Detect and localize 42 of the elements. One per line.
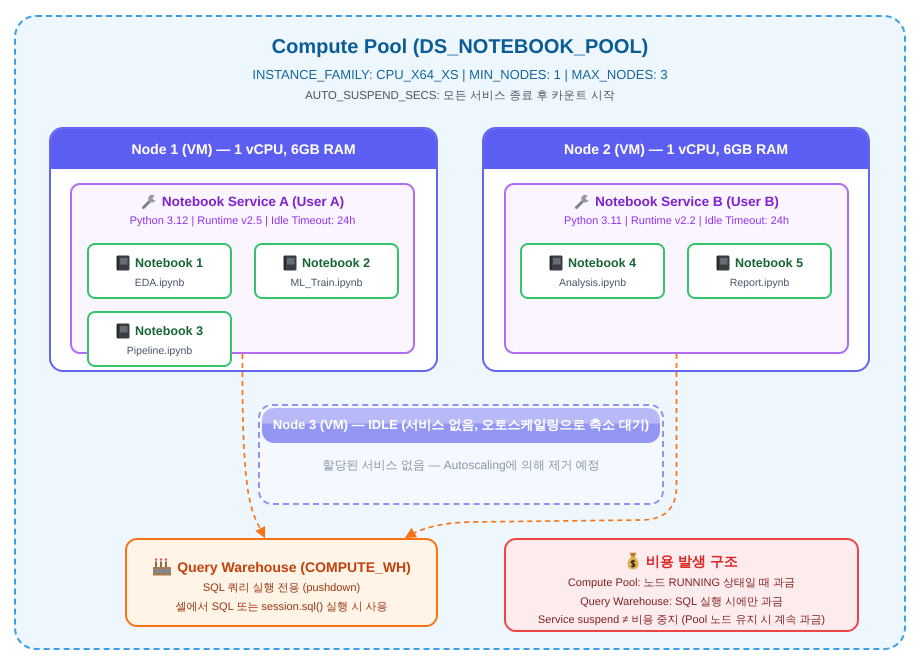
header-title: Node 2 (VM) — 1 vCPU, 6GB RAM [564, 140, 788, 158]
cost-note: Compute Pool: 노드 RUNNING 상태일 때 과금 [568, 577, 796, 590]
container-box [14, 15, 906, 650]
notebook-card [254, 243, 399, 299]
warehouse-note: SQL 쿼리 실행 전용 (pushdown) [202, 582, 360, 596]
cost-title: 비용 발생 구조 [646, 552, 738, 569]
vm-box [49, 127, 438, 372]
warehouse-title: Query Warehouse (COMPUTE_WH) [177, 558, 411, 575]
file-name: ML_Train.ipynb [290, 276, 362, 289]
notebook-card [520, 243, 665, 299]
cost-note: Query Warehouse: SQL 실행 시에만 과금 [580, 596, 783, 610]
notebook-card [87, 243, 232, 299]
notebook-title: Notebook 4 [568, 256, 636, 270]
file-name: EDA.ipynb [134, 276, 184, 289]
info-box [504, 538, 859, 632]
service-details: Python 3.11 | Runtime v2.2 | Idle Timeout: 24h [564, 215, 790, 228]
notebook-title: Notebook 2 [302, 256, 370, 270]
idle-vm-box [258, 404, 664, 505]
file-name: Pipeline.ipynb [126, 344, 192, 357]
notebook-card [687, 243, 832, 299]
pool-settings: INSTANCE_FAMILY: CPU_X64_XS | MIN_NODES: 1 | MAX_NODES: 3 [252, 68, 668, 84]
notebook-card [87, 311, 232, 367]
service-box [504, 183, 849, 354]
service-title: Notebook Service B (User B) [595, 194, 779, 210]
warehouse-box [125, 538, 438, 627]
notebook-title: Notebook 1 [134, 256, 204, 270]
idle-note: 할당된 서비스 없음 — Autoscaling에 의해 제거 예정 [322, 458, 600, 473]
notebook-title: Notebook 3 [134, 324, 204, 338]
notebook-title: Notebook 5 [734, 256, 804, 270]
header-title: Node 1 (VM) — 1 vCPU, 6GB RAM [131, 140, 356, 158]
cost-note: Service suspend ≠ 비용 중지 (Pool 노드 유지 시 계속 과금) [538, 614, 826, 628]
vm-box [482, 127, 870, 372]
arrow [242, 354, 266, 538]
warehouse-note: 셀에서 SQL 또는 session.sql() 실행 시 사용 [176, 601, 388, 614]
pool-title: Compute Pool (DS_NOTEBOOK_POOL) [272, 36, 648, 60]
pool-settings: AUTO_SUSPEND_SECS: 모든 서비스 종료 후 카운트 시작 [305, 90, 615, 104]
service-details: Python 3.12 | Runtime v2.5 | Idle Timeout: 24h [130, 215, 356, 228]
header-title: Node 3 (VM) — IDLE (서비스 없음, 오토스케일링으로 축소 대기) [272, 418, 650, 433]
file-name: Report.ipynb [730, 276, 790, 289]
service-title: Notebook Service A (User A) [162, 194, 344, 210]
arrow [404, 354, 678, 538]
file-name: Analysis.ipynb [558, 276, 626, 289]
